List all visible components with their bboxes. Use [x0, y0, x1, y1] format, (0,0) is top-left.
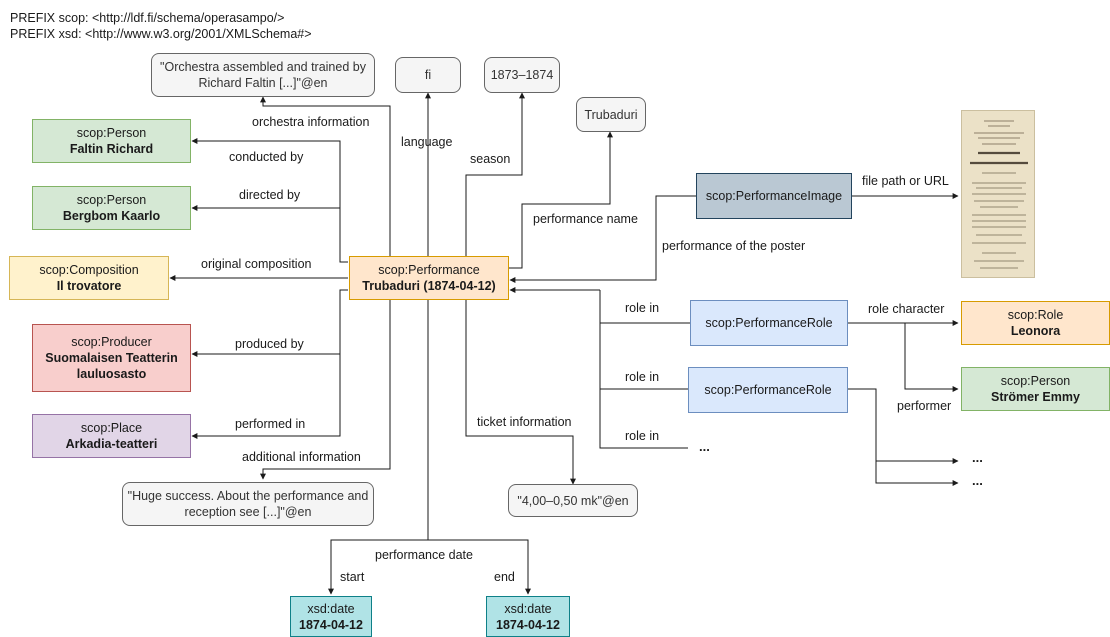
ticket-literal-text: "4,00–0,50 mk"@en: [517, 493, 629, 508]
poster-drawing: [962, 111, 1034, 277]
orchestra-literal: "Orchestra assembled and trained by Rich…: [151, 53, 375, 97]
edge-orchestra-information: [260, 96, 391, 256]
node-name: Leonora: [1010, 324, 1061, 338]
label-performed-in: performed in: [235, 417, 306, 431]
producer-node: scop:Producer Suomalaisen Teatterin laul…: [32, 324, 191, 392]
date-end-node: xsd:date 1874-04-12: [486, 596, 570, 637]
edge-start: [328, 539, 428, 595]
label-role-in-3: role in: [625, 429, 660, 443]
performance-image-node: scop:PerformanceImage: [696, 173, 852, 219]
node-name: Bergbom Kaarlo: [62, 209, 161, 223]
edge-performed-in: [191, 354, 341, 439]
edge-performer: [904, 323, 959, 392]
edge-performance-of-poster: [509, 195, 696, 283]
node-type: xsd:date: [307, 601, 355, 616]
node-name: 1874-04-12: [299, 617, 363, 632]
role-leonora-node: scop:Role Leonora: [961, 301, 1110, 345]
label-conducted-by: conducted by: [229, 150, 304, 164]
label-additional-information: additional information: [242, 450, 361, 464]
node-type: scop:Performance: [378, 263, 480, 277]
label-role-in-1: role in: [625, 301, 660, 315]
ticket-literal: "4,00–0,50 mk"@en: [508, 484, 638, 517]
person-stromer-node: scop:Person Strömer Emmy: [961, 367, 1110, 411]
label-original-composition: original composition: [201, 257, 312, 271]
node-type: scop:Person: [1000, 374, 1071, 388]
label-performer: performer: [897, 399, 952, 413]
season-literal-text: 1873–1874: [490, 68, 554, 82]
node-type: scop:PerformanceRole: [705, 316, 833, 330]
ellipsis-role: ...: [699, 439, 710, 454]
edge-role-in-spine: [599, 322, 690, 449]
label-file-path: file path or URL: [862, 174, 949, 188]
label-performance-date: performance date: [375, 548, 473, 562]
language-literal: fi: [395, 57, 461, 93]
label-language: language: [401, 135, 453, 149]
performance-node: scop:Performance Trubaduri (1874-04-12): [349, 256, 509, 300]
edge-role2-out-2: [875, 461, 959, 486]
label-end: end: [494, 570, 515, 584]
node-type: xsd:date: [504, 601, 552, 616]
edge-additional-information: [260, 300, 391, 480]
node-type: scop:Place: [80, 421, 143, 435]
label-directed-by: directed by: [239, 188, 301, 202]
place-node: scop:Place Arkadia-teatteri: [32, 414, 191, 458]
edge-ticket-information: [465, 300, 576, 485]
node-name: Strömer Emmy: [991, 390, 1080, 404]
label-start: start: [340, 570, 365, 584]
edge-season: [465, 92, 525, 256]
poster-image: [961, 110, 1035, 278]
composition-node: scop:Composition Il trovatore: [9, 256, 169, 300]
edge-produced-by: [191, 289, 348, 357]
label-produced-by: produced by: [235, 337, 304, 351]
edge-role2-out: [848, 388, 959, 464]
edge-conducted-by: [191, 138, 348, 263]
node-type: scop:Composition: [39, 263, 139, 277]
person-bergbom-node: scop:Person Bergbom Kaarlo: [32, 186, 191, 230]
prefix-scop: PREFIX scop: <http://ldf.fi/schema/opera…: [10, 11, 285, 25]
additional-literal: "Huge success. About the performance and…: [122, 482, 374, 526]
node-type: scop:Person: [76, 126, 147, 140]
node-name: Il trovatore: [56, 279, 122, 293]
prefix-xsd: PREFIX xsd: <http://www.w3.org/2001/XMLS…: [10, 27, 312, 41]
name-literal-text: Trubaduri: [584, 107, 638, 122]
ellipsis-1: ...: [972, 450, 983, 465]
node-type: scop:Person: [76, 193, 147, 207]
node-name: Faltin Richard: [69, 142, 154, 156]
person-faltin-node: scop:Person Faltin Richard: [32, 119, 191, 163]
edge-performance-name: [508, 131, 613, 269]
label-performance-of-poster: performance of the poster: [662, 239, 806, 253]
node-type: scop:Role: [1007, 308, 1064, 322]
node-type: scop:Producer: [71, 335, 152, 349]
node-name: Suomalaisen Teatterin lauluosasto: [45, 351, 178, 381]
date-start-node: xsd:date 1874-04-12: [290, 596, 372, 637]
node-type: scop:PerformanceImage: [705, 189, 843, 203]
node-name: 1874-04-12: [496, 617, 560, 632]
node-type: scop:PerformanceRole: [704, 383, 832, 397]
orchestra-literal-text: "Orchestra assembled and trained by Rich…: [160, 60, 366, 90]
edge-end: [428, 539, 531, 595]
label-ticket-information: ticket information: [477, 415, 572, 429]
language-literal-text: fi: [424, 68, 432, 82]
ellipsis-2: ...: [972, 473, 983, 488]
season-literal: 1873–1874: [484, 57, 560, 93]
label-role-in-2: role in: [625, 370, 660, 384]
label-performance-name: performance name: [533, 212, 638, 226]
node-name: Arkadia-teatteri: [65, 437, 158, 451]
label-orchestra-information: orchestra information: [252, 115, 370, 129]
node-name: Trubaduri (1874-04-12): [362, 279, 496, 293]
label-season: season: [470, 152, 511, 166]
label-role-character: role character: [868, 302, 945, 316]
additional-literal-text: "Huge success. About the performance and…: [127, 489, 369, 519]
performance-role-node-1: scop:PerformanceRole: [690, 300, 848, 346]
name-literal: Trubaduri: [576, 97, 646, 132]
performance-role-node-2: scop:PerformanceRole: [688, 367, 848, 413]
